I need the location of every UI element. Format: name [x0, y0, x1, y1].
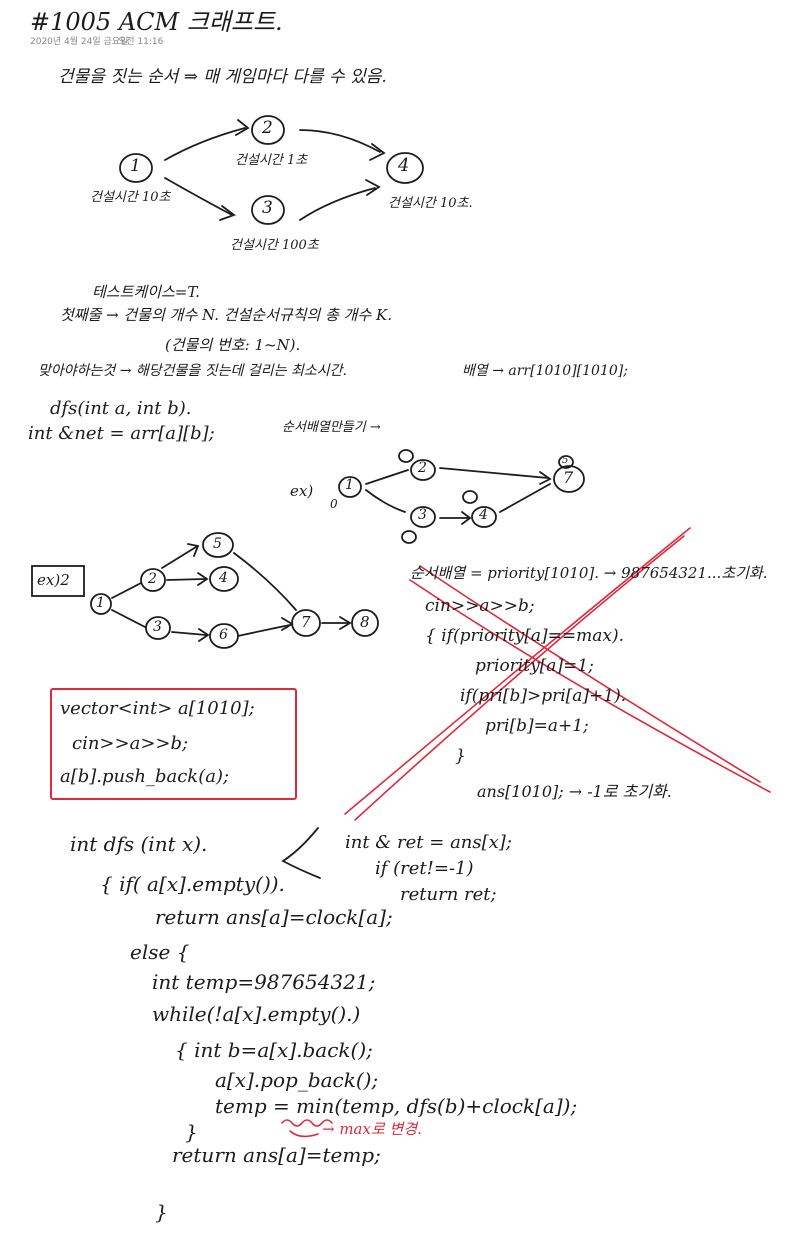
graph1-arrowhead — [235, 119, 250, 136]
graph1-label-3: 건설시간 100초 — [230, 238, 319, 253]
crossed-assign: priority[a]=1; — [475, 656, 594, 676]
code-line-11: return ans[a]=temp; — [172, 1143, 381, 1167]
graph1-label-1: 건설시간 10초 — [90, 190, 171, 205]
ex1-node: 2 — [418, 460, 427, 476]
page-title: #1005 ACM 크래프트. — [30, 8, 283, 36]
graph1-node-1: 1 — [130, 156, 141, 176]
graph1-edge — [164, 127, 246, 161]
vector-decl: vector<int> a[1010]; — [60, 698, 255, 719]
ex2-node: 4 — [219, 570, 228, 586]
graph1-edge — [164, 177, 233, 216]
note-dfs-signature: dfs(int a, int b). — [50, 398, 192, 419]
graph1-arrowhead — [219, 205, 236, 221]
note-time: 오전 11:16 — [118, 37, 164, 47]
note-sort-array: 순서배열만들기 → — [282, 420, 381, 435]
graph1-node-circle — [119, 153, 153, 183]
red-cross-stroke — [419, 565, 761, 783]
code-line-6: while(!a[x].empty().) — [152, 1002, 361, 1026]
note-date: 2020년 4월 24일 금요일 — [30, 37, 129, 47]
crossed-assign2: pri[b]=a+1; — [485, 716, 589, 736]
graph1-edge — [299, 187, 376, 221]
ex1-label: ex) — [290, 482, 314, 500]
graph1-arrowhead — [369, 143, 386, 161]
ex1-node: 1 — [345, 477, 354, 493]
code-line-8: a[x].pop_back(); — [215, 1068, 379, 1092]
note-arr: 배열 → arr[1010][1010]; — [462, 363, 628, 379]
graph1-edge — [299, 129, 381, 153]
code-line-4: else { — [130, 940, 190, 964]
note-min-time: 맞아야하는것 → 해당건물을 짓는데 걸리는 최소시간. — [38, 363, 347, 379]
code-line-7: { int b=a[x].back(); — [175, 1038, 373, 1062]
ex1-node: 7 — [563, 468, 574, 487]
crossed-cin: cin>>a>>b; — [425, 596, 535, 616]
red-note-max: → max로 변경. — [322, 1120, 422, 1138]
note-range: (건물의 번호: 1~N). — [165, 336, 301, 354]
vector-push: a[b].push_back(a); — [60, 766, 230, 787]
graph1-arrowhead — [365, 179, 381, 196]
red-squiggle — [281, 1119, 333, 1127]
code-line-10: } — [185, 1120, 198, 1144]
side-code-1: int & ret = ans[x]; — [345, 832, 512, 853]
crossed-priority-line: 순서배열 = priority[1010]. → 987654321...초기화… — [410, 564, 768, 582]
ex2-node: 8 — [360, 613, 370, 631]
code-line-5: int temp=987654321; — [152, 970, 376, 994]
ex1-node: 0 — [330, 497, 338, 511]
ex2-node: 7 — [301, 613, 311, 631]
crossed-if: { if(priority[a]==max). — [425, 626, 625, 646]
graph1-node-4: 4 — [398, 155, 410, 176]
ex2-node: 3 — [153, 619, 162, 635]
code-line-3: return ans[a]=clock[a]; — [155, 905, 393, 929]
graph1-node-circle — [251, 195, 285, 225]
code-line-1: int dfs (int x). — [70, 832, 208, 856]
ex1-node: 3 — [418, 507, 427, 523]
red-cross-stroke — [354, 535, 685, 821]
code-line-2: { if( a[x].empty()). — [100, 872, 285, 896]
graph1-node-2: 2 — [262, 118, 273, 138]
vector-code-box — [50, 688, 297, 800]
note-testcase: 테스트케이스=T. — [92, 283, 200, 301]
note-int-net: int &net = arr[a][b]; — [28, 423, 215, 444]
side-code-3: return ret; — [400, 884, 497, 905]
ex1-node: 5 — [562, 455, 569, 466]
ex2-node: 2 — [148, 571, 157, 587]
ex2-node: 5 — [213, 536, 222, 552]
graph1-node-circle — [386, 152, 424, 184]
vector-cin: cin>>a>>b; — [72, 733, 189, 754]
code-line-12: } — [155, 1200, 168, 1224]
crossed-if2: if(pri[b]>pri[a]+1). — [460, 686, 627, 706]
note-line-build-order: 건물을 짓는 순서 ⇒ 매 게임마다 다를 수 있음. — [58, 67, 387, 87]
graph1-node-3: 3 — [262, 198, 273, 218]
ex2-node: 1 — [96, 595, 105, 611]
ans-init-note: ans[1010]; → -1로 초기화. — [477, 782, 672, 801]
ex2-node: 6 — [219, 627, 228, 643]
ex1-node: 4 — [479, 507, 488, 523]
graph1-node-circle — [251, 115, 285, 145]
note-n-k: 첫째줄 → 건물의 개수 N. 건설순서규칙의 총 개수 K. — [60, 306, 393, 324]
side-code-2: if (ret!=-1) — [375, 858, 474, 879]
red-cross-stroke — [344, 527, 691, 815]
graph1-label-4: 건설시간 10초. — [388, 196, 473, 211]
graph1-label-2: 건설시간 1초 — [235, 153, 308, 168]
red-cross-stroke — [409, 579, 771, 793]
code-line-9: temp = min(temp, dfs(b)+clock[a]); — [215, 1094, 578, 1118]
crossed-brace: } — [455, 746, 466, 766]
ex2-label: ex)2 — [37, 571, 70, 589]
